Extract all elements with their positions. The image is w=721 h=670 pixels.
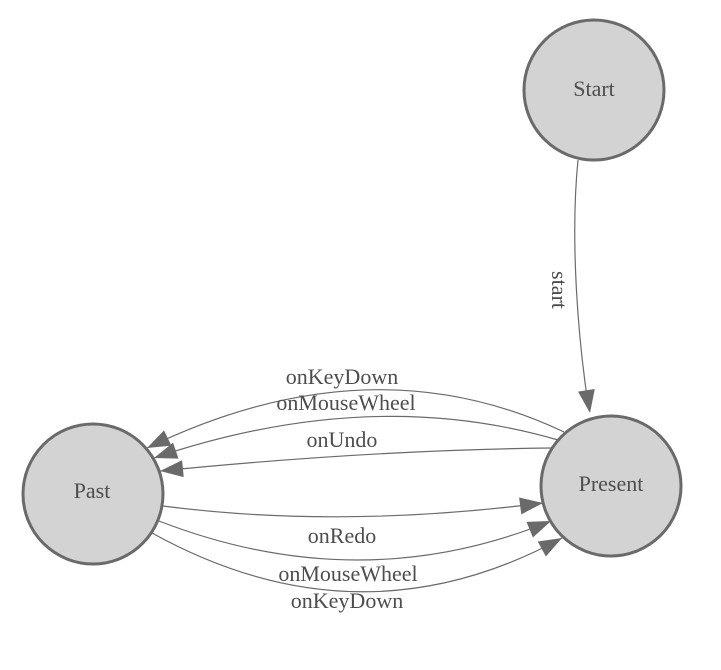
edge-label-onmousewheel-bottom: onMouseWheel bbox=[278, 561, 417, 586]
edge-past-to-present-onmousewheel bbox=[158, 520, 552, 561]
edge-past-to-present-onkeydown bbox=[151, 532, 563, 593]
node-group: Start Past Present bbox=[21, 18, 683, 566]
edge-start-to-present bbox=[574, 159, 590, 411]
state-node-start bbox=[522, 18, 666, 162]
arrowhead-past-to-present-onkeydown bbox=[537, 538, 562, 557]
edge-past-to-present-onredo bbox=[162, 502, 544, 518]
arrowhead-present-to-past-onkeydown bbox=[147, 430, 172, 448]
arrowhead-present-to-past-onundo bbox=[160, 460, 184, 478]
state-label-start: Start bbox=[573, 76, 615, 101]
state-node-past bbox=[21, 422, 165, 566]
edge-present-to-past-onmousewheel bbox=[153, 415, 559, 459]
edge-present-to-past-onkeydown bbox=[146, 389, 565, 449]
edge-label-start: start bbox=[547, 271, 572, 309]
arrowhead-start-to-present bbox=[578, 388, 595, 413]
edge-label-onredo: onRedo bbox=[308, 523, 376, 548]
arrowhead-past-to-present-onmousewheel bbox=[526, 521, 551, 538]
arrowhead-past-to-present-onredo bbox=[519, 497, 543, 515]
edge-group bbox=[146, 159, 595, 593]
edge-present-to-past-onundo bbox=[159, 447, 553, 472]
edge-label-onkeydown-bottom: onKeyDown bbox=[291, 588, 403, 613]
state-label-past: Past bbox=[74, 478, 111, 503]
edge-label-onundo: onUndo bbox=[307, 427, 378, 452]
edge-label-group: start onKeyDown onMouseWheel onUndo onRe… bbox=[276, 271, 572, 613]
edge-label-onkeydown-top: onKeyDown bbox=[286, 364, 398, 389]
arrowhead-present-to-past-onmousewheel bbox=[154, 442, 179, 459]
state-node-present bbox=[539, 414, 683, 558]
state-label-present: Present bbox=[579, 471, 644, 496]
edge-label-onmousewheel-top: onMouseWheel bbox=[276, 390, 415, 415]
